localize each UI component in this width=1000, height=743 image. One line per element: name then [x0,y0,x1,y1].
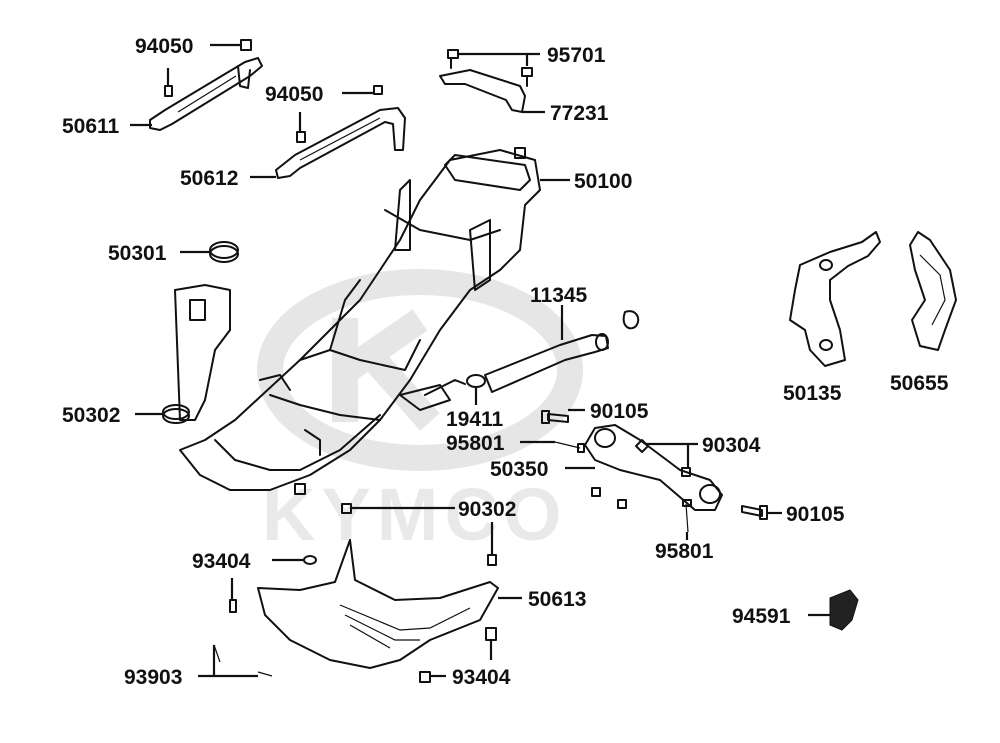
bolt-90105-upper [541,410,569,424]
bracket-77231 [439,49,533,113]
part-label-95701: 95701 [547,44,606,67]
part-label-93404-left: 93404 [192,550,251,573]
part-label-94050-top: 94050 [135,35,193,58]
part-label-50135: 50135 [783,382,842,405]
bracket-50611 [149,57,263,131]
part-label-50612: 50612 [180,167,238,190]
part-label-19411: 19411 [446,408,504,431]
part-label-94050-second: 94050 [265,83,323,106]
part-label-50613: 50613 [528,588,586,611]
main-frame-50100 [174,147,541,495]
part-label-50302: 50302 [62,404,120,427]
under-cover-50613 [257,539,499,669]
part-label-50655: 50655 [890,372,949,395]
screw-93903 [213,644,273,677]
part-label-90304: 90304 [702,434,761,457]
part-label-90105-lower: 90105 [786,503,845,526]
part-label-93903: 93903 [124,666,182,689]
part-label-90302: 90302 [458,498,516,521]
hose-11345 [484,310,640,393]
bushing-50301 [209,241,239,263]
bracket-50655 [909,231,957,351]
part-label-94591: 94591 [732,605,791,628]
part-label-50100: 50100 [574,170,632,193]
rubber-94591 [829,589,859,631]
part-label-77231: 77231 [550,102,609,125]
part-label-90105-upper: 90105 [590,400,649,423]
clip-94050-top [240,39,252,51]
watermark-brand-text: KYMCO [262,473,567,556]
part-label-95801-lower: 95801 [655,540,714,563]
part-label-93404-bottom: 93404 [452,666,511,689]
clip-94050-second [296,85,383,143]
bolt-95801-lower [682,499,692,533]
screw-93404-bottom [419,627,497,683]
part-label-95801-upper: 95801 [446,432,505,455]
leader-lines [130,43,830,678]
bracket-50135 [789,231,881,367]
bushing-50302 [162,404,190,424]
bolt-95801-upper [554,441,585,453]
part-label-11345: 11345 [530,284,588,307]
part-label-50350: 50350 [490,458,548,481]
bracket-50612 [275,107,406,179]
kymco-watermark-logo: KYMCO [257,269,583,556]
clamp-19411 [466,374,486,388]
part-label-50301: 50301 [108,242,167,265]
bolt-90105-lower [741,505,768,520]
engine-hanger-50350 [584,424,723,511]
part-label-50611: 50611 [62,115,120,138]
